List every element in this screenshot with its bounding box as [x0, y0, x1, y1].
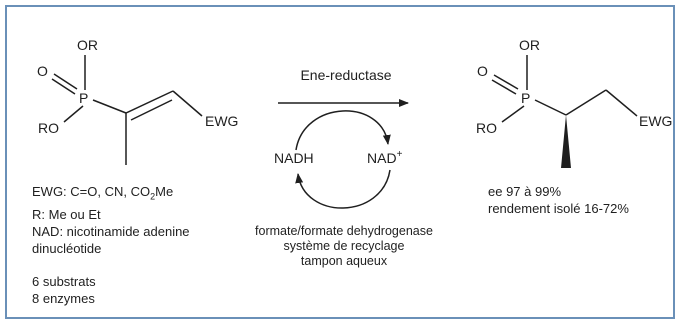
r-definition: R: Me ou Et: [32, 206, 101, 222]
product-ewg-label: EWG: [639, 113, 672, 129]
bond-c-ewg: [172, 90, 203, 117]
enzyme-count: 8 enzymes: [32, 290, 95, 306]
substrate-count: 6 substrats: [32, 273, 96, 289]
condition-line-1: formate/formate dehydrogenase: [255, 224, 433, 238]
ee-result: ee 97 à 99%: [488, 184, 562, 199]
bond-c-ch2-product: [565, 89, 607, 116]
stereo-wedge-bond: [561, 115, 571, 168]
reactant-ro-label: RO: [38, 120, 59, 136]
cycle-arrow-top: [295, 110, 391, 151]
nad-definition-line2: dinucléotide: [32, 240, 102, 256]
enzyme-label: Ene-reductase: [300, 67, 391, 83]
bond-p-o-double-product-a: [493, 74, 519, 90]
reactant-ewg-label: EWG: [205, 113, 238, 129]
figure-frame: [5, 5, 675, 319]
condition-line-3: tampon aqueux: [300, 254, 388, 268]
bond-p-c-product: [534, 99, 567, 116]
product-p-label: P: [521, 90, 530, 106]
product-structure: [491, 55, 638, 123]
product-ro-label: RO: [476, 120, 497, 136]
definitions-block: EWG: C=O, CN, CO2Me R: Me ou Et NAD: nic…: [32, 183, 190, 307]
results-block: ee 97 à 99% rendement isolé 16-72%: [488, 183, 629, 217]
bond-c-c-double-a: [125, 90, 174, 114]
yield-result: rendement isolé 16-72%: [488, 201, 629, 216]
bond-p-ro: [63, 105, 84, 123]
bond-p-ro-product: [501, 105, 525, 123]
reactant-structure: [51, 55, 203, 165]
bond-p-o-double-product-b: [491, 79, 517, 95]
product-o-label: O: [477, 63, 488, 79]
reaction-conditions: formate/formate dehydrogenase système de…: [244, 224, 444, 269]
product-or-label: OR: [519, 37, 540, 53]
nad-charge: +: [397, 149, 403, 160]
bond-p-o-double-a: [53, 73, 78, 90]
ewg-definition: EWG: C=O, CN, CO2Me: [32, 184, 174, 202]
bond-ch2-ewg-product: [605, 89, 638, 117]
bond-c-c-double-b: [130, 99, 173, 121]
nad-label: NAD+: [367, 149, 403, 166]
bond-p-o-double-b: [51, 78, 76, 95]
nad-definition-line1: NAD: nicotinamide adenine: [32, 223, 190, 239]
reactant-o-label: O: [37, 63, 48, 79]
bond-p-c: [92, 99, 127, 114]
reactant-p-label: P: [79, 90, 88, 106]
reactant-or-label: OR: [77, 37, 98, 53]
nad-text: NAD: [367, 150, 397, 166]
cycle-arrow-bottom: [295, 169, 391, 209]
nadh-label: NADH: [274, 150, 314, 166]
condition-line-2: système de recyclage: [283, 239, 405, 253]
